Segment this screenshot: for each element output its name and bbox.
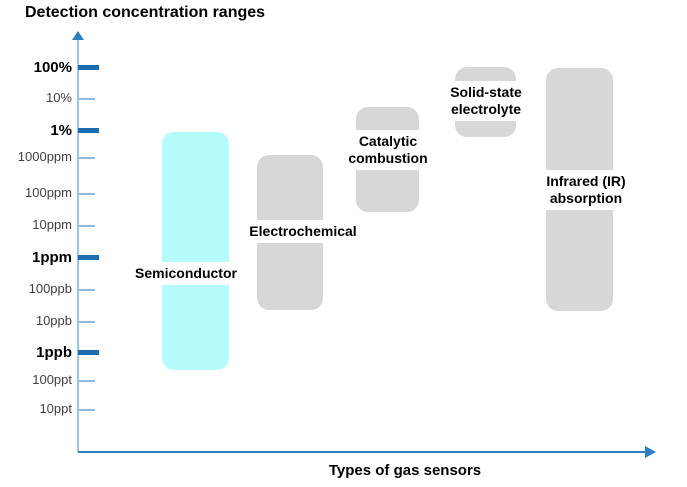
y-tick-mark-1000ppm — [78, 157, 95, 159]
y-tick-label-1%: 1% — [50, 122, 72, 139]
y-tick-mark-1ppb — [78, 350, 99, 355]
y-tick-mark-100ppm — [78, 193, 95, 195]
y-tick-mark-100ppt — [78, 380, 95, 382]
bar-label-infrared-absorption: Infrared (IR)absorption — [539, 170, 633, 210]
bar-label-electrochemical: Electrochemical — [242, 220, 364, 243]
y-tick-label-10ppb: 10ppb — [35, 313, 72, 328]
y-tick-label-10ppt: 10ppt — [39, 401, 72, 416]
y-tick-mark-100% — [78, 65, 99, 70]
y-tick-mark-10% — [78, 98, 95, 100]
x-axis-line — [78, 451, 646, 453]
x-axis-title: Types of gas sensors — [328, 462, 482, 479]
y-tick-mark-10ppt — [78, 409, 95, 411]
chart-title: Detection concentration ranges — [25, 4, 266, 21]
y-tick-mark-10ppm — [78, 225, 95, 227]
range-bar-semiconductor — [162, 132, 229, 370]
y-tick-mark-100ppb — [78, 289, 95, 291]
y-axis-arrow-up-icon — [72, 31, 84, 40]
y-tick-mark-1ppm — [78, 255, 99, 260]
x-axis-arrow-right-icon — [645, 446, 656, 458]
y-tick-label-100ppb: 100ppb — [28, 281, 72, 296]
y-tick-label-10%: 10% — [45, 90, 72, 105]
y-tick-label-1000ppm: 1000ppm — [17, 149, 72, 164]
bar-label-semiconductor: Semiconductor — [128, 262, 244, 285]
y-tick-label-1ppb: 1ppb — [36, 344, 72, 361]
y-axis-line — [77, 39, 79, 452]
y-tick-mark-10ppb — [78, 321, 95, 323]
y-tick-label-100ppm: 100ppm — [25, 185, 72, 200]
y-tick-mark-1% — [78, 128, 99, 133]
y-tick-label-1ppm: 1ppm — [31, 249, 72, 266]
y-tick-label-100%: 100% — [33, 59, 72, 76]
y-tick-label-10ppm: 10ppm — [32, 217, 72, 232]
y-tick-label-100ppt: 100ppt — [32, 372, 72, 387]
